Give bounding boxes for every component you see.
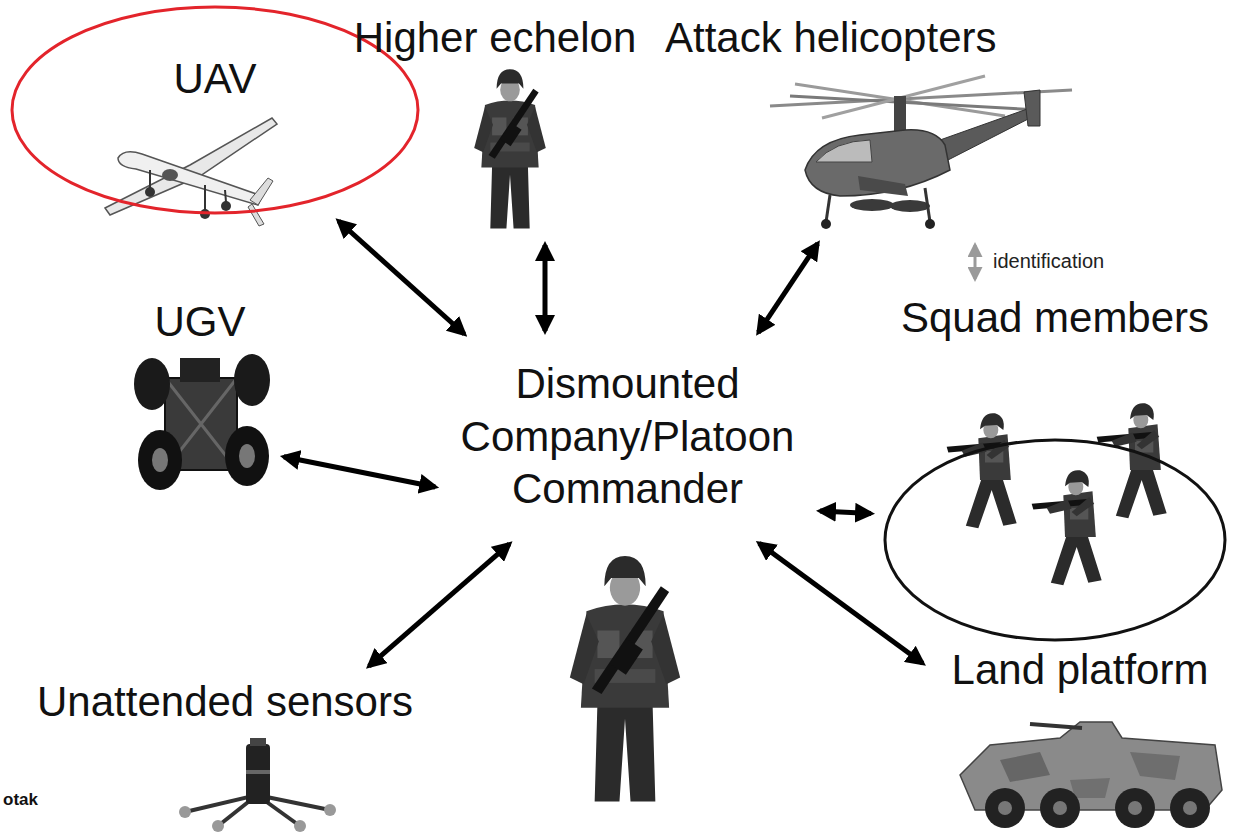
connector-arrow: [284, 457, 435, 487]
connector-arrow: [974, 245, 977, 279]
connector-arrow: [758, 244, 817, 333]
land-platform-group: Land platform: [930, 640, 1230, 832]
outline-ellipse-shape: [885, 440, 1225, 640]
node-label: UAV: [173, 53, 256, 106]
squad-soldiers: [947, 403, 1167, 585]
commander-soldier: [570, 556, 680, 801]
connector-arrow: [543, 245, 548, 331]
sensors-group: Unattended sensors: [25, 672, 425, 832]
connector-arrow: [759, 543, 923, 663]
node-label: Land platform: [952, 644, 1209, 697]
attack-helicopter: [770, 76, 1072, 229]
land-platform-vehicle: [960, 722, 1222, 828]
outline-ellipse: [880, 288, 1230, 648]
connector-arrow: [339, 221, 465, 334]
node-label: Dismounted Company/Platoon Commander: [452, 358, 803, 516]
node-label: Higher echelon: [354, 12, 637, 65]
watermark-text: otak: [3, 790, 38, 810]
node-label: UGV: [154, 296, 245, 349]
ugv-vehicle: [134, 354, 270, 490]
unattended-sensor: [179, 738, 336, 832]
ugv-group: UGV: [125, 292, 275, 497]
node-label: Squad members: [901, 292, 1209, 345]
connector-arrow: [369, 544, 510, 666]
attack-helicopter-group: Attack helicopters: [655, 8, 1080, 236]
uav-drone: [105, 118, 277, 226]
commander-group: Dismounted Company/Platoon Commander: [444, 340, 811, 538]
higher-echelon-group: Higher echelon: [345, 8, 646, 236]
node-label: Attack helicopters: [665, 12, 997, 65]
edge-label: identification: [991, 249, 1106, 273]
squad-group: Squad members: [880, 288, 1230, 648]
higher-echelon-soldier: [474, 69, 546, 228]
connector-arrow: [820, 511, 871, 514]
node-label: Unattended sensors: [37, 676, 413, 729]
